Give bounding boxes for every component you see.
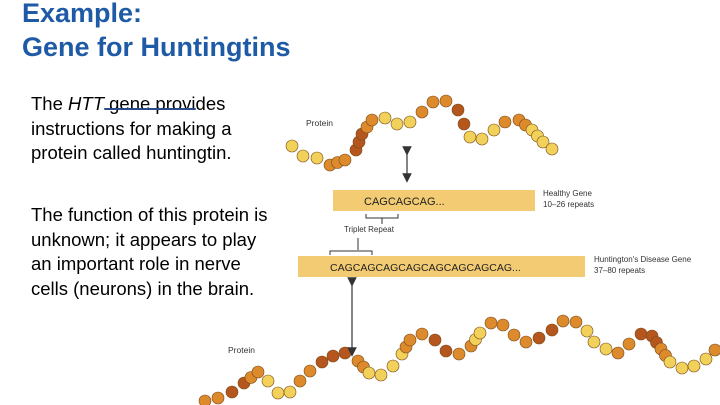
protein-bead <box>599 342 613 356</box>
healthy-repeats-label: 10–26 repeats <box>543 200 594 209</box>
protein-bead <box>326 349 340 363</box>
gene-name-htt: HTT <box>68 93 104 114</box>
protein-bead <box>451 103 465 117</box>
protein-chain-bottom <box>198 314 720 405</box>
protein-bead <box>587 335 601 349</box>
protein-bead <box>675 361 689 375</box>
protein-bead <box>519 335 533 349</box>
protein-bead <box>390 117 404 131</box>
protein-bead <box>634 327 648 341</box>
protein-bead <box>556 314 570 328</box>
protein-bead <box>315 355 329 369</box>
protein-bead <box>569 315 583 329</box>
protein-bead <box>484 316 498 330</box>
disease-repeats-label: 37–80 repeats <box>594 266 645 275</box>
protein-bead <box>545 142 559 156</box>
protein-bead <box>403 333 417 347</box>
disease-gene-label: Huntington's Disease Gene <box>594 255 692 264</box>
protein-bead <box>687 359 701 373</box>
protein-bead <box>496 318 510 332</box>
protein-bead <box>362 366 376 380</box>
ink-underline <box>104 108 196 110</box>
healthy-gene-label: Healthy Gene <box>543 189 592 198</box>
protein-bead <box>338 346 352 360</box>
protein-bead <box>415 327 429 341</box>
protein-bead <box>611 346 625 360</box>
paragraph-protein-function: The function of this protein is unknown;… <box>31 204 268 299</box>
protein-bead <box>225 385 239 399</box>
protein-bead <box>293 374 307 388</box>
protein-bead <box>251 365 265 379</box>
protein-bead <box>428 333 442 347</box>
title-line-1: Example: <box>22 0 143 28</box>
triplet-bracket-top <box>365 214 399 219</box>
protein-bead <box>403 115 417 129</box>
healthy-sequence-bar <box>333 190 535 211</box>
protein-bead <box>374 368 388 382</box>
protein-bead <box>532 331 546 345</box>
protein-bead <box>439 344 453 358</box>
protein-bead <box>580 324 594 338</box>
paragraph-gene-intro: The HTT gene provides instructions for m… <box>31 92 271 166</box>
protein-bead <box>285 139 299 153</box>
protein-bead <box>365 113 379 127</box>
protein-bead <box>439 94 453 108</box>
protein-bead <box>457 117 471 131</box>
protein-bead <box>426 95 440 109</box>
protein-bead <box>708 343 720 357</box>
protein-bead <box>536 135 550 149</box>
protein-chain-top <box>285 94 559 172</box>
protein-bead <box>498 115 512 129</box>
protein-bead <box>271 386 285 400</box>
protein-bead <box>475 132 489 146</box>
protein-bead <box>463 130 477 144</box>
protein-bead <box>415 105 429 119</box>
protein-bead <box>378 111 392 125</box>
protein-bead <box>338 153 352 167</box>
protein-bead <box>487 123 501 137</box>
title-line-2: Gene for Huntingtins <box>22 32 291 62</box>
protein-bead <box>283 385 297 399</box>
protein-bead <box>663 355 677 369</box>
protein-label-top: Protein <box>306 118 333 128</box>
protein-bead <box>303 364 317 378</box>
protein-bead <box>198 394 212 405</box>
protein-bead <box>310 151 324 165</box>
protein-bead <box>473 326 487 340</box>
protein-bead <box>452 347 466 361</box>
paragraph-1-before: The <box>31 93 69 114</box>
healthy-sequence-text: CAGCAGCAG... <box>364 196 445 208</box>
triplet-bracket-bottom <box>329 250 373 255</box>
disease-sequence-bar <box>298 256 585 277</box>
slide-title: Example: Gene for Huntingtins <box>22 0 290 64</box>
protein-bead <box>296 149 310 163</box>
protein-bead <box>386 359 400 373</box>
disease-sequence-text: CAGCAGCAGCAGCAGCAGCAGCAG... <box>330 262 521 274</box>
protein-bead <box>211 391 225 405</box>
protein-bead <box>261 374 275 388</box>
protein-label-bottom: Protein <box>228 345 255 355</box>
paragraph-1-after: gene provides instructions for making a … <box>31 93 232 163</box>
protein-bead <box>545 323 559 337</box>
triplet-repeat-label: Triplet Repeat <box>344 225 395 234</box>
protein-bead <box>622 337 636 351</box>
protein-bead <box>507 328 521 342</box>
protein-bead <box>699 352 713 366</box>
